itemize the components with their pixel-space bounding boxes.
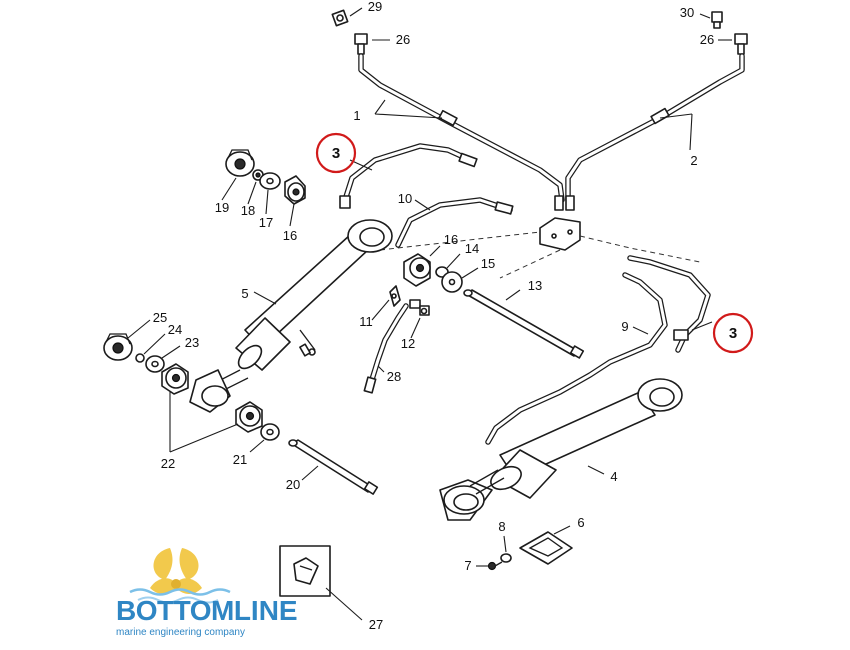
callout-17: 17 — [259, 215, 273, 230]
hose-10 — [395, 197, 514, 248]
callout-26-right: 26 — [700, 32, 714, 47]
callout-30: 30 — [680, 5, 694, 20]
washer-15 — [441, 271, 463, 293]
hose-9 — [485, 272, 668, 445]
callout-18: 18 — [241, 203, 255, 218]
mount-19 — [225, 149, 255, 177]
screw-7 — [487, 561, 503, 571]
callout-27: 27 — [369, 617, 383, 632]
callout-16-upper: 16 — [283, 228, 297, 243]
callout-15: 15 — [481, 256, 495, 271]
callout-7: 7 — [464, 558, 471, 573]
logo-name-part2: LINE — [234, 595, 298, 626]
hose-28 — [363, 303, 409, 394]
callout-11: 11 — [359, 314, 373, 329]
callout-26-left: 26 — [396, 32, 410, 47]
callout-8: 8 — [498, 519, 505, 534]
callout-22: 22 — [161, 456, 175, 471]
bushing-22-upper — [161, 363, 189, 395]
bushing-16-lower — [403, 253, 431, 287]
callout-19: 19 — [215, 200, 229, 215]
callout-20: 20 — [286, 477, 300, 492]
callout-5: 5 — [241, 286, 248, 301]
callout-24: 24 — [168, 322, 182, 337]
part-29-fitting — [331, 9, 349, 27]
callout-28: 28 — [387, 369, 401, 384]
washer-21 — [260, 423, 280, 441]
clip-6 — [519, 531, 573, 565]
callout-2: 2 — [690, 153, 697, 168]
nut-24 — [135, 353, 145, 363]
callout-4: 4 — [610, 469, 617, 484]
fitting-12 — [409, 299, 430, 316]
cylinder-4 — [439, 378, 683, 521]
washer-17 — [259, 172, 281, 190]
washer-8 — [500, 553, 512, 563]
logo-name-part1: BOTTOM — [116, 595, 234, 626]
callout-29: 29 — [368, 0, 382, 14]
inset-27 — [279, 545, 331, 597]
mount-25 — [103, 333, 133, 361]
manifold-block — [539, 195, 581, 251]
part-26-fitting-left — [354, 33, 368, 55]
hose-2 — [565, 53, 745, 203]
washer-23 — [145, 355, 165, 373]
callout-9: 9 — [621, 319, 628, 334]
rod-13 — [463, 289, 585, 359]
callout-10: 10 — [398, 191, 412, 206]
bracket-11 — [389, 285, 401, 307]
logo-text: BOTTOMLINE — [116, 595, 298, 626]
callout-23: 23 — [185, 335, 199, 350]
callout-13: 13 — [528, 278, 542, 293]
callout-25: 25 — [153, 310, 167, 325]
callout-14: 14 — [465, 241, 479, 256]
hose-1 — [358, 53, 565, 203]
part-26-fitting-right — [734, 33, 748, 55]
highlight-ring-3-lower — [712, 312, 754, 354]
callout-6: 6 — [577, 515, 584, 530]
hose-3-upper — [339, 143, 478, 209]
rod-20 — [288, 439, 379, 495]
callout-3-upper: 3 — [332, 145, 340, 162]
propeller-logo-icon — [129, 548, 231, 604]
callout-16-lower: 16 — [444, 232, 458, 247]
callout-3-lower: 3 — [729, 325, 737, 342]
highlight-ring-3-upper — [315, 132, 357, 174]
callout-21: 21 — [233, 452, 247, 467]
logo-tagline: marine engineering company — [116, 627, 245, 638]
bushing-22-lower — [235, 401, 263, 433]
bushing-16-upper — [284, 175, 306, 205]
hose-3-lower — [627, 255, 711, 353]
callout-1: 1 — [353, 108, 360, 123]
logo: BOTTOMLINE marine engineering company — [116, 548, 298, 638]
callout-12: 12 — [401, 336, 415, 351]
part-30-fitting — [711, 11, 723, 29]
cylinder-5 — [189, 219, 393, 413]
